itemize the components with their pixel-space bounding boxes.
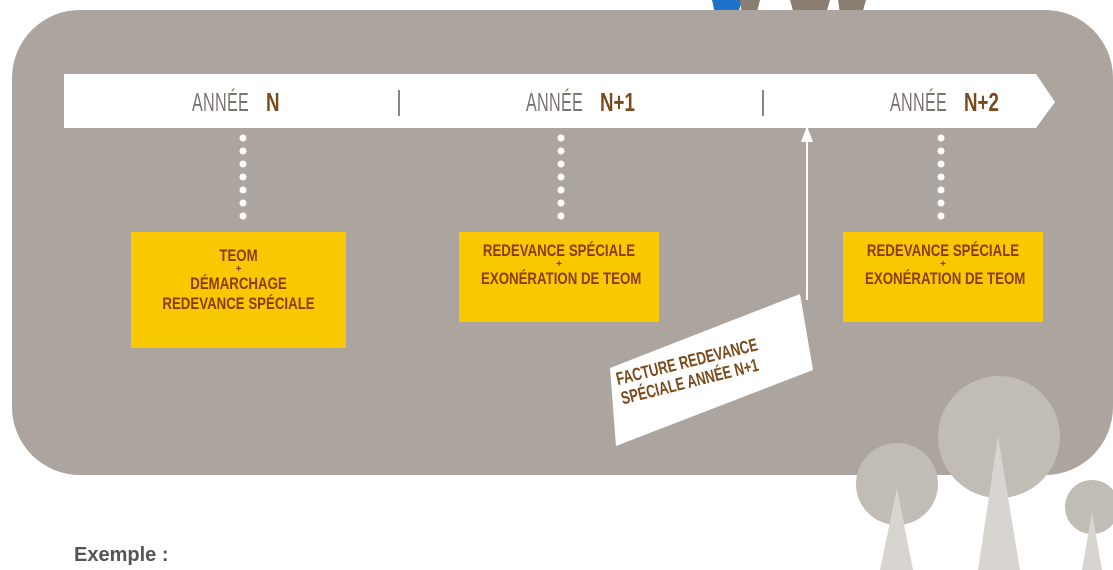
connector-year-n1 [557,134,565,220]
box-plus: + [556,259,562,270]
year-label-n1: ANNÉE N+1 [526,80,649,124]
box-year-n1: REDEVANCE SPÉCIALE + EXONÉRATION DE TEOM [459,232,659,322]
example-label: Exemple : [74,544,169,566]
box-line: TEOM [219,246,258,265]
year-suffix: N [266,87,280,117]
year-label-n2: ANNÉE N+2 [890,80,1013,124]
year-prefix: ANNÉE [192,87,250,117]
timeline-separator [398,90,400,116]
year-suffix: N+2 [964,87,999,117]
timeline-separator [762,90,764,116]
box-year-n2: REDEVANCE SPÉCIALE + EXONÉRATION DE TEOM [843,232,1043,322]
invoice-arrow [801,126,813,300]
connector-year-n [239,134,247,220]
timeline-arrow [64,74,1055,128]
connector-year-n2 [937,134,945,220]
box-line: EXONÉRATION DE TEOM [481,269,642,288]
box-line: REDEVANCE SPÉCIALE [866,241,1020,260]
box-line: REDEVANCE SPÉCIALE [482,241,636,260]
box-line: REDEVANCE SPÉCIALE [162,294,315,313]
year-suffix: N+1 [600,87,635,117]
year-prefix: ANNÉE [890,87,948,117]
box-plus: + [940,259,946,270]
box-plus: + [235,264,242,275]
box-line: EXONÉRATION DE TEOM [865,269,1026,288]
tree-icon [856,376,1113,570]
year-label-n: ANNÉE N [192,80,285,124]
box-year-n: TEOM + DÉMARCHAGE REDEVANCE SPÉCIALE [131,232,346,348]
box-line: DÉMARCHAGE [190,274,287,293]
year-prefix: ANNÉE [526,87,584,117]
invoice-banner [610,294,813,446]
